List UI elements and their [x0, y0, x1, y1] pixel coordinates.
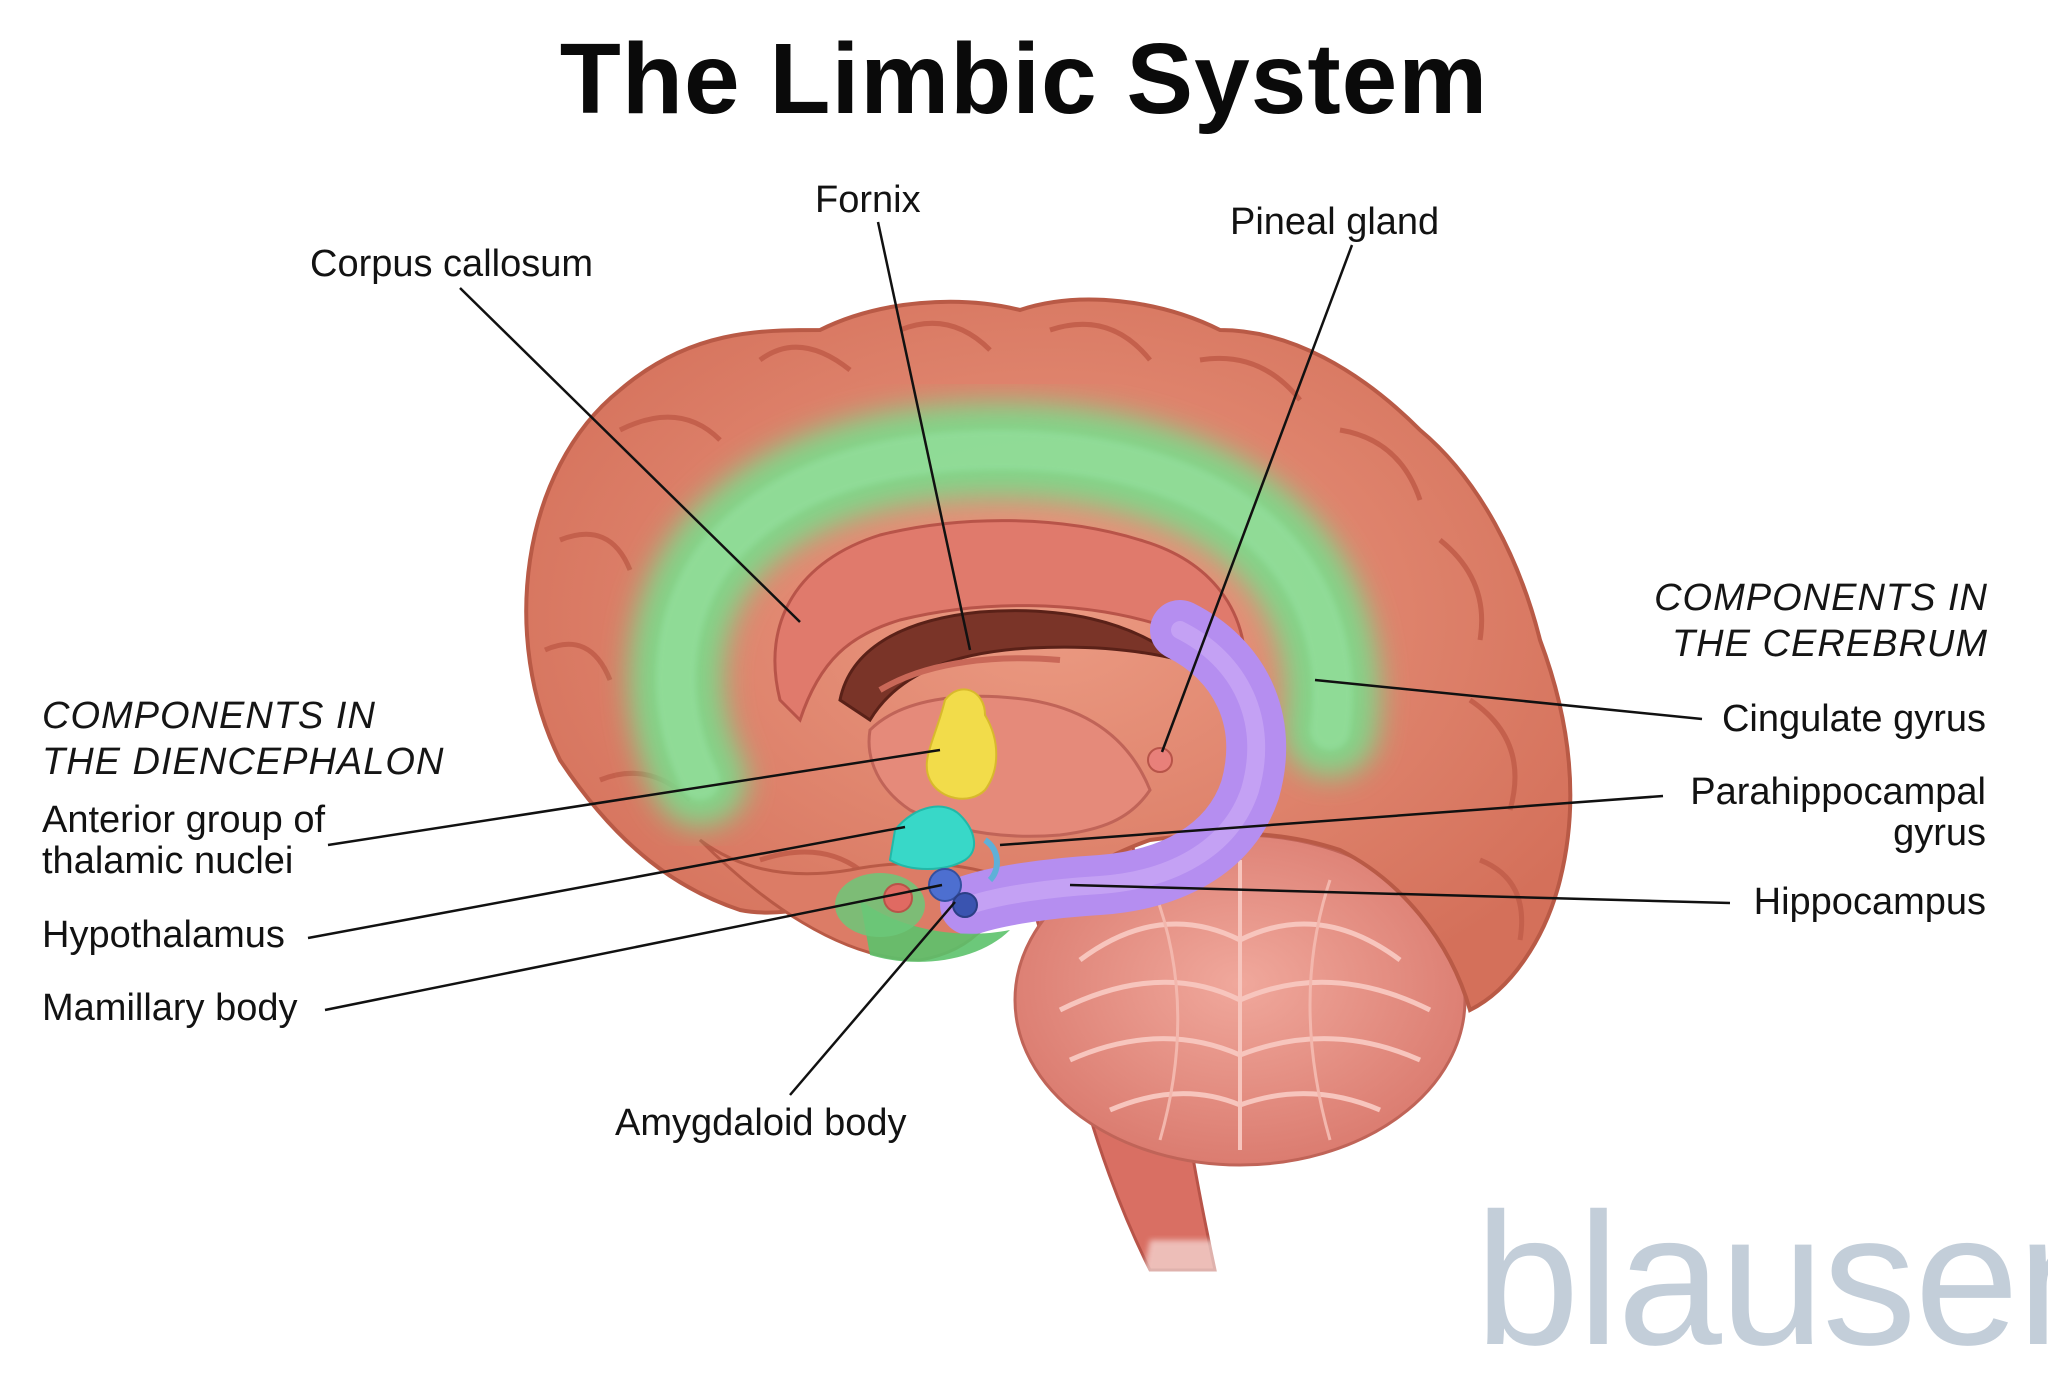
blausen-watermark: blausen [1475, 1174, 2048, 1384]
label-corpus-callosum: Corpus callosum [310, 243, 593, 285]
label-pineal-gland: Pineal gland [1230, 201, 1440, 243]
label-mamillary-body: Mamillary body [42, 987, 298, 1029]
pituitary [883, 883, 913, 913]
section-cerebrum-line2: THE CEREBRUM [1671, 623, 1988, 665]
leader-cingulate-gyrus [1314, 678, 1703, 721]
label-parahippocampal-line2: gyrus [1893, 812, 1986, 854]
section-cerebrum-line1: COMPONENTS IN [1654, 577, 1988, 619]
pineal-gland [1147, 747, 1173, 773]
label-hypothalamus: Hypothalamus [42, 914, 285, 956]
amygdaloid-body [952, 892, 978, 918]
leader-lines [307, 221, 1731, 1096]
leader-corpus-callosum [459, 287, 801, 623]
label-hippocampus: Hippocampus [1753, 881, 1986, 923]
label-anterior-thalamic: Anterior group of thalamic nuclei [42, 800, 325, 882]
leader-amygdaloid-body [789, 901, 956, 1096]
section-cerebrum: COMPONENTS IN THE CEREBRUM [1654, 575, 1988, 667]
label-amygdaloid-body: Amygdaloid body [615, 1102, 907, 1144]
label-parahippocampal-gyrus: Parahippocampal gyrus [1690, 772, 1986, 854]
leader-hypothalamus [307, 825, 906, 940]
mamillary-body [928, 868, 962, 902]
label-cingulate-gyrus: Cingulate gyrus [1721, 698, 1986, 740]
hypothalamus [888, 805, 975, 870]
anterior-thalamic-nuclei [925, 688, 998, 800]
label-fornix: Fornix [815, 179, 921, 221]
leader-parahippocampal-gyrus [999, 794, 1664, 847]
leader-fornix [876, 221, 972, 651]
page-title: The Limbic System [559, 23, 1489, 135]
label-parahippocampal-line1: Parahippocampal [1690, 771, 1986, 813]
leader-mamillary-body [324, 883, 943, 1012]
parahippocampal-gyrus [860, 900, 1010, 962]
label-anterior-thalamic-line2: thalamic nuclei [42, 840, 294, 882]
section-diencephalon-line1: COMPONENTS IN [42, 695, 376, 737]
section-diencephalon: COMPONENTS IN THE DIENCEPHALON [42, 693, 444, 785]
label-anterior-thalamic-line1: Anterior group of [42, 799, 326, 841]
leader-pineal-gland [1160, 244, 1354, 753]
leader-anterior-thalamic [327, 748, 941, 847]
section-diencephalon-line2: THE DIENCEPHALON [42, 741, 445, 783]
leader-hippocampus [1069, 883, 1731, 905]
cerebellum [1013, 833, 1467, 1167]
